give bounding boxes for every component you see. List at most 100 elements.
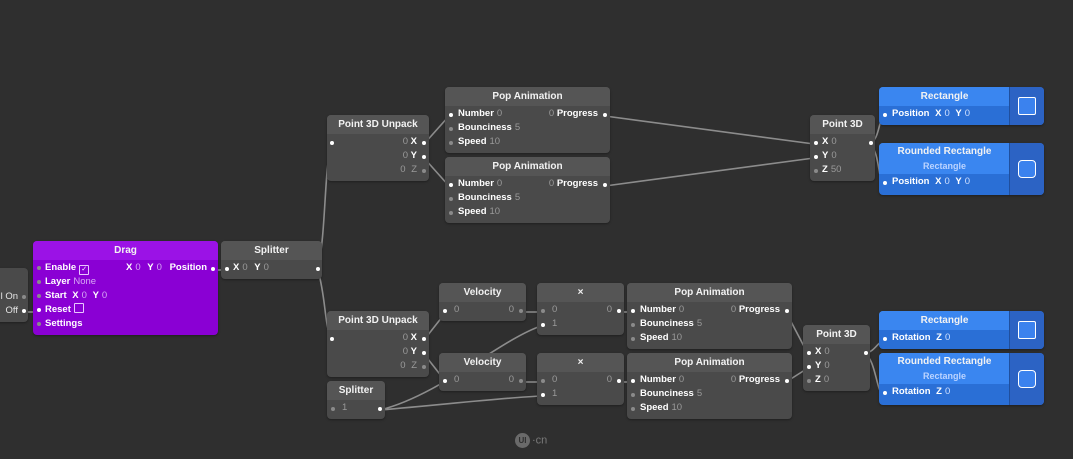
speed-port[interactable] [449, 141, 453, 145]
enable-port[interactable] [37, 266, 41, 270]
progress-output-port[interactable] [603, 113, 607, 117]
number-input-port[interactable] [449, 113, 453, 117]
bounciness-port[interactable] [631, 393, 635, 397]
unpack-input-port[interactable] [330, 141, 334, 145]
layer-preview[interactable] [1009, 87, 1044, 125]
speed-value[interactable]: 10 [489, 206, 501, 217]
y-output-port[interactable] [422, 155, 426, 159]
position-input-port[interactable] [883, 181, 887, 185]
layer-preview[interactable] [1009, 311, 1044, 349]
multiply-output-port[interactable] [617, 379, 621, 383]
point-output-port[interactable] [864, 351, 868, 355]
layer-preview[interactable] [1009, 353, 1044, 405]
settings-label[interactable]: Settings [45, 318, 83, 329]
x-output-port[interactable] [422, 337, 426, 341]
speed-value[interactable]: 10 [671, 332, 683, 343]
start-port[interactable] [37, 294, 41, 298]
unpack-input-port[interactable] [330, 337, 334, 341]
start-y-value[interactable]: 0 [101, 290, 108, 301]
bounciness-port[interactable] [631, 323, 635, 327]
a-input-port[interactable] [541, 379, 545, 383]
speed-port[interactable] [631, 337, 635, 341]
velocity-node-1[interactable]: Velocity 0 0 [439, 283, 526, 321]
splitter-input-port[interactable] [331, 407, 335, 411]
b-input-port[interactable] [541, 393, 545, 397]
layer-preview[interactable] [1009, 143, 1044, 195]
z-output-port[interactable] [422, 169, 426, 173]
y-input-port[interactable] [814, 155, 818, 159]
multiply-node-2[interactable]: × 0 0 1 [537, 353, 624, 405]
z-value[interactable]: 50 [830, 164, 842, 175]
y-value: 0 [964, 108, 971, 119]
point-output-port[interactable] [869, 141, 873, 145]
y-output-port[interactable] [422, 351, 426, 355]
start-x-value[interactable]: 0 [81, 290, 87, 301]
point3d-unpack-node-top[interactable]: Point 3D Unpack 0 X 0 Y 0 Z [327, 115, 429, 181]
number-input-port[interactable] [631, 379, 635, 383]
x-input-port[interactable] [814, 141, 818, 145]
rotation-input-port[interactable] [883, 337, 887, 341]
speed-value[interactable]: 10 [671, 402, 683, 413]
velocity-input-port[interactable] [443, 379, 447, 383]
interaction-node-partial[interactable]: l On Off [0, 268, 28, 322]
splitter-value[interactable]: 1 [342, 402, 348, 413]
settings-port[interactable] [37, 322, 41, 326]
reset-port[interactable] [37, 308, 41, 312]
rotation-input-port[interactable] [883, 391, 887, 395]
z-input-port[interactable] [814, 169, 818, 173]
layer-port[interactable] [37, 280, 41, 284]
off-port[interactable] [22, 309, 26, 313]
number-input-port[interactable] [631, 309, 635, 313]
point3d-unpack-node-bottom[interactable]: Point 3D Unpack 0 X 0 Y 0 Z [327, 311, 429, 377]
position-output-port[interactable] [211, 267, 215, 271]
velocity-node-2[interactable]: Velocity 0 0 [439, 353, 526, 391]
reset-checkbox[interactable] [73, 303, 84, 313]
velocity-output-port[interactable] [519, 309, 523, 313]
layer-value[interactable]: None [73, 276, 97, 287]
bounciness-value[interactable]: 5 [696, 318, 703, 329]
multiply-output-port[interactable] [617, 309, 621, 313]
bounciness-port[interactable] [449, 197, 453, 201]
on-port[interactable] [22, 295, 26, 299]
number-input-port[interactable] [449, 183, 453, 187]
b-input-port[interactable] [541, 323, 545, 327]
enable-checkbox[interactable]: ✓ [79, 265, 90, 275]
velocity-output-port[interactable] [519, 379, 523, 383]
splitter-input-port[interactable] [225, 267, 229, 271]
z-input-port[interactable] [807, 379, 811, 383]
progress-output-port[interactable] [785, 379, 789, 383]
splitter-output-port[interactable] [316, 267, 320, 271]
speed-port[interactable] [631, 407, 635, 411]
bounciness-value[interactable]: 5 [696, 388, 703, 399]
z-value[interactable]: 0 [823, 374, 830, 385]
splitter-output-port[interactable] [378, 407, 382, 411]
velocity-input-port[interactable] [443, 309, 447, 313]
a-input-port[interactable] [541, 309, 545, 313]
x-input-port[interactable] [807, 351, 811, 355]
speed-value[interactable]: 10 [489, 136, 501, 147]
splitter-node-bottom[interactable]: Splitter 1 [327, 381, 385, 419]
position-input-port[interactable] [883, 113, 887, 117]
x-output-port[interactable] [422, 141, 426, 145]
bounciness-port[interactable] [449, 127, 453, 131]
progress-output-port[interactable] [785, 309, 789, 313]
speed-port[interactable] [449, 211, 453, 215]
bounciness-value[interactable]: 5 [514, 192, 521, 203]
y-input-port[interactable] [807, 365, 811, 369]
progress-output-port[interactable] [603, 183, 607, 187]
z-output-port[interactable] [422, 365, 426, 369]
multiply-node-1[interactable]: × 0 0 1 [537, 283, 624, 335]
bounciness-value[interactable]: 5 [514, 122, 521, 133]
